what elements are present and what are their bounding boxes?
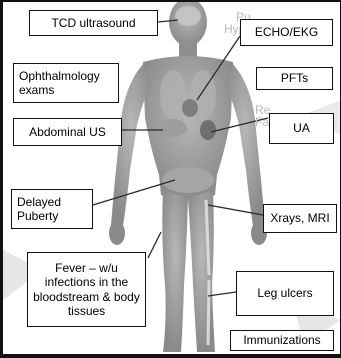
- label-ua-text: UA: [293, 121, 310, 135]
- label-abdominal-us: Abdominal US: [13, 118, 122, 146]
- top-border: [3, 0, 341, 2]
- label-ophthalmology: Ophthalmology exams: [13, 63, 119, 103]
- left-leg-shape: [162, 190, 188, 352]
- kidney-shape: [200, 120, 216, 140]
- tibia-bone: [208, 280, 209, 345]
- label-abdominal-us-text: Abdominal US: [29, 125, 106, 139]
- label-ua: UA: [269, 113, 334, 144]
- label-tcd-ultrasound: TCD ultrasound: [29, 10, 158, 36]
- left-lung-shape: [160, 70, 186, 120]
- right-leg-shape: [188, 190, 215, 352]
- label-leg-ulcers: Leg ulcers: [236, 271, 334, 316]
- left-hand-shape: [109, 221, 125, 245]
- label-echo-ekg: ECHO/EKG: [240, 19, 333, 46]
- label-echo-ekg-text: ECHO/EKG: [255, 25, 318, 39]
- label-delayed-puberty-text: Delayed Puberty: [17, 195, 87, 224]
- arrow-fever: [148, 232, 161, 258]
- heart-shape: [182, 99, 198, 117]
- label-fever-text: Fever – w/u infections in the bloodstrea…: [32, 261, 141, 319]
- label-xrays-mri: Xrays, MRI: [263, 204, 337, 233]
- neck-shape: [179, 42, 197, 58]
- liver-shape: [159, 119, 187, 137]
- label-ophthalmology-text: Ophthalmology exams: [19, 69, 113, 98]
- label-pfts: PFTs: [256, 67, 333, 90]
- label-xrays-mri-text: Xrays, MRI: [270, 211, 329, 225]
- label-leg-ulcers-text: Leg ulcers: [257, 286, 312, 300]
- bottom-border: [3, 354, 341, 358]
- label-fever: Fever – w/u infections in the bloodstrea…: [27, 252, 146, 327]
- label-immunizations-text: Immunizations: [243, 333, 320, 347]
- pelvis-shape: [162, 167, 214, 193]
- label-pfts-text: PFTs: [281, 71, 308, 85]
- label-tcd-ultrasound-text: TCD ultrasound: [51, 16, 135, 30]
- label-delayed-puberty: Delayed Puberty: [11, 189, 93, 229]
- label-immunizations: Immunizations: [230, 330, 334, 351]
- brain-shape: [175, 6, 201, 26]
